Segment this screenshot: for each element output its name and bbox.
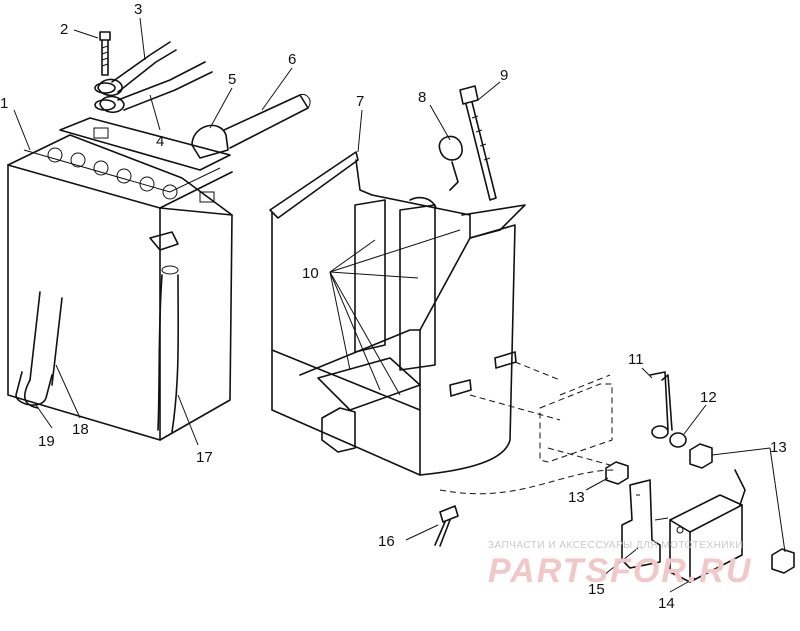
vent-hose	[157, 265, 180, 433]
relay-bracket	[621, 479, 669, 569]
callout-13-left: 13	[568, 489, 585, 506]
starter-relay	[669, 469, 746, 583]
nut	[605, 443, 795, 574]
callout-8: 8	[418, 89, 426, 106]
callout-2: 2	[60, 21, 68, 38]
callout-4: 4	[156, 133, 164, 150]
ground-lead	[649, 371, 673, 439]
callout-7: 7	[356, 93, 364, 110]
callout-1: 1	[0, 95, 8, 112]
drain-fitting	[434, 505, 459, 547]
callout-15: 15	[588, 581, 605, 598]
battery	[7, 117, 233, 441]
mounting-screw	[459, 85, 497, 201]
callout-3: 3	[134, 1, 142, 18]
callout-14: 14	[658, 595, 675, 612]
callout-16: 16	[378, 533, 395, 550]
watermark: ЗАПЧАСТИ И АКСЕССУАРЫ ДЛЯ МОТОТЕХНИКИ PA…	[488, 540, 752, 590]
callout-18: 18	[72, 421, 89, 438]
callout-11: 11	[628, 351, 644, 368]
callout-19: 19	[38, 433, 55, 450]
washer	[669, 432, 687, 448]
battery-cable-negative	[97, 41, 177, 97]
battery-strap	[15, 291, 63, 409]
watermark-tagline: ЗАПЧАСТИ И АКСЕССУАРЫ ДЛЯ МОТОТЕХНИКИ	[488, 540, 743, 551]
callout-17: 17	[196, 449, 213, 466]
dashed-hardware	[439, 361, 616, 495]
terminal-boot	[191, 93, 311, 159]
hose-retainer	[438, 135, 463, 191]
leader-lines	[13, 17, 786, 593]
callouts: 1 2 3 4 5 6 7 8 9 10 11 12 13 13 14 15 1…	[0, 1, 787, 612]
callout-9: 9	[500, 67, 508, 84]
callout-6: 6	[288, 51, 296, 68]
battery-cable-positive	[99, 61, 213, 114]
callout-5: 5	[228, 71, 236, 88]
watermark-brand: PARTSFOR.RU	[488, 552, 752, 590]
callout-13-right: 13	[770, 439, 787, 456]
callout-10: 10	[302, 265, 319, 282]
callout-12: 12	[700, 389, 717, 406]
battery-box	[269, 151, 526, 476]
